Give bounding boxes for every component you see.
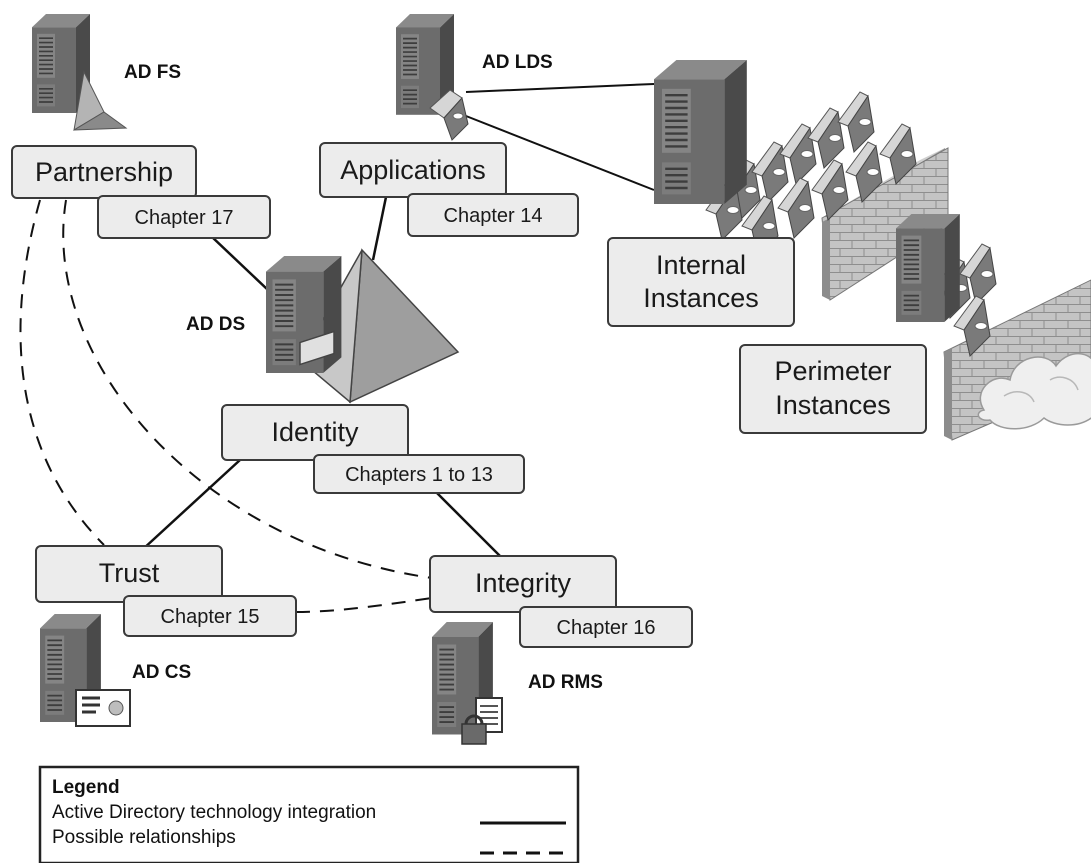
server-ad-ds: AD DS bbox=[186, 248, 460, 404]
dashed-connections bbox=[19, 199, 433, 613]
legend: Legend Active Directory technology integ… bbox=[38, 765, 580, 863]
ad-fs-label: AD FS bbox=[124, 62, 181, 83]
chapter-integrity: Chapter 16 bbox=[519, 606, 693, 648]
firewall-wall-perimeter bbox=[943, 279, 1091, 441]
server-ad-rms: AD RMS bbox=[431, 621, 603, 745]
trust-label: Trust bbox=[99, 558, 160, 588]
server-ad-cs: AD CS bbox=[39, 613, 191, 727]
connector-identity-integrity bbox=[433, 489, 501, 557]
perimeter-instances-box: Perimeter Instances bbox=[739, 344, 927, 434]
integrity-label: Integrity bbox=[475, 568, 572, 598]
role-identity: Identity bbox=[221, 404, 409, 461]
document-lock-icon bbox=[475, 697, 503, 733]
identity-label: Identity bbox=[271, 417, 359, 447]
ad-ds-pyramid-icon bbox=[349, 248, 460, 404]
integrity-chapter-label: Chapter 16 bbox=[557, 617, 656, 639]
role-integrity: Integrity bbox=[429, 555, 617, 613]
legend-solid-label: Active Directory technology integration bbox=[52, 802, 376, 823]
perimeter-instances-label-1: Perimeter bbox=[774, 356, 891, 386]
server-internal-instance bbox=[652, 58, 748, 206]
chapter-applications: Chapter 14 bbox=[407, 193, 579, 237]
internal-instances-box: Internal Instances bbox=[607, 237, 795, 327]
ad-ds-label: AD DS bbox=[186, 314, 245, 335]
perimeter-instances-label-2: Instances bbox=[775, 390, 891, 420]
role-trust: Trust bbox=[35, 545, 223, 603]
partnership-chapter-label: Chapter 17 bbox=[135, 207, 234, 229]
ad-rms-label: AD RMS bbox=[528, 672, 603, 693]
legend-dashed-label: Possible relationships bbox=[52, 827, 236, 848]
legend-title: Legend bbox=[52, 777, 120, 798]
internal-instances-label-1: Internal bbox=[656, 250, 746, 280]
lds-beam bbox=[465, 83, 655, 191]
dash-partnership-trust bbox=[19, 199, 105, 546]
partnership-label: Partnership bbox=[35, 157, 173, 187]
server-ad-fs: AD FS bbox=[31, 13, 181, 131]
chapter-partnership: Chapter 17 bbox=[97, 195, 271, 239]
certificate-icon bbox=[75, 689, 131, 727]
ad-lds-label: AD LDS bbox=[482, 52, 553, 73]
server-perimeter-instance bbox=[895, 213, 961, 323]
internet-cloud-icon bbox=[977, 352, 1091, 430]
internal-instances-label-2: Instances bbox=[643, 283, 759, 313]
chapter-trust: Chapter 15 bbox=[123, 595, 297, 637]
ad-cs-label: AD CS bbox=[132, 662, 191, 683]
connector-applications-adds bbox=[371, 196, 388, 261]
role-applications: Applications bbox=[319, 142, 507, 198]
server-ad-lds: AD LDS bbox=[395, 13, 553, 141]
chapter-identity: Chapters 1 to 13 bbox=[313, 454, 525, 494]
trust-chapter-label: Chapter 15 bbox=[161, 606, 260, 628]
applications-label: Applications bbox=[340, 155, 486, 185]
connector-identity-trust bbox=[141, 459, 241, 551]
applications-chapter-label: Chapter 14 bbox=[444, 205, 543, 227]
dash-partnership-integrity bbox=[62, 199, 433, 579]
dash-trust-integrity bbox=[295, 597, 433, 613]
identity-chapter-label: Chapters 1 to 13 bbox=[345, 464, 493, 486]
role-partnership: Partnership bbox=[11, 145, 197, 199]
